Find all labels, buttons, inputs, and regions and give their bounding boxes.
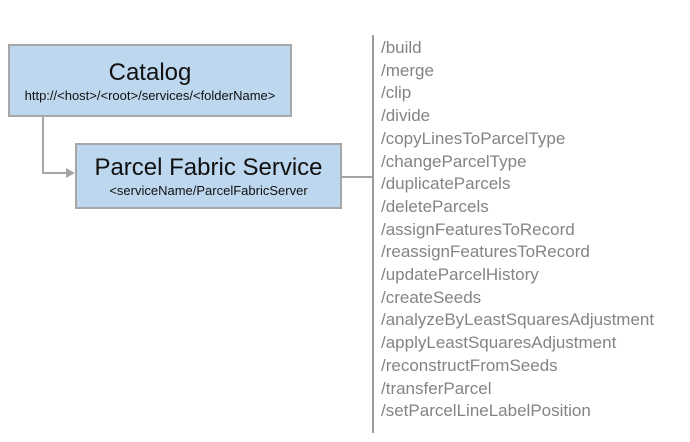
service-to-list-connector-line <box>342 176 372 178</box>
endpoint-item: /reconstructFromSeeds <box>381 355 558 375</box>
endpoint-item: /transferParcel <box>381 378 492 398</box>
service-subtitle: <serviceName/ParcelFabricServer <box>109 182 308 198</box>
endpoint-item: /changeParcelType <box>381 151 527 171</box>
catalog-box: Catalog http://<host>/<root>/services/<f… <box>8 44 292 117</box>
endpoint-item: /merge <box>381 60 434 80</box>
service-title: Parcel Fabric Service <box>94 153 323 181</box>
arrowhead-icon <box>66 168 75 178</box>
catalog-subtitle: http://<host>/<root>/services/<folderNam… <box>24 88 276 103</box>
endpoint-item: /analyzeByLeastSquaresAdjustment <box>381 310 655 330</box>
endpoint-item: /reassignFeaturesToRecord <box>381 242 590 262</box>
endpoint-list-divider-line <box>372 35 374 433</box>
endpoint-item: /createSeeds <box>381 287 482 307</box>
endpoint-item: /updateParcelHistory <box>381 265 539 285</box>
connector-vertical-line <box>42 116 44 174</box>
endpoint-item: /build <box>381 38 422 57</box>
catalog-title: Catalog <box>108 59 192 86</box>
endpoint-item: /assignFeaturesToRecord <box>381 219 575 239</box>
endpoint-item: /applyLeastSquaresAdjustment <box>381 333 617 353</box>
endpoint-item: /duplicateParcels <box>381 174 511 194</box>
endpoint-list: /build /merge /clip /divide /copyLinesTo… <box>381 37 681 423</box>
endpoint-item: /divide <box>381 106 431 126</box>
connector-horizontal-line <box>42 172 67 174</box>
parcel-fabric-service-box: Parcel Fabric Service <serviceName/Parce… <box>75 143 342 209</box>
endpoint-item: /setParcelLineLabelPosition <box>381 401 591 421</box>
endpoint-item: /copyLinesToParcelType <box>381 128 566 148</box>
endpoint-item: /clip <box>381 83 412 103</box>
endpoint-item: /deleteParcels <box>381 196 489 216</box>
